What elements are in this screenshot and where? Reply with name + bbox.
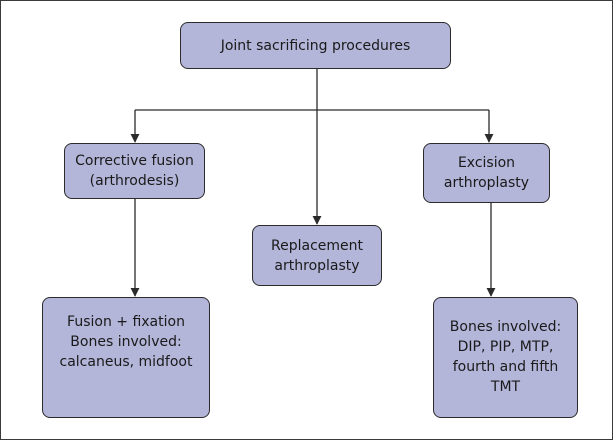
node-label-line: Bones involved: [70,334,182,350]
node-label-line: fourth and fifth [452,359,559,375]
node-label-line: Joint sacrificing procedures [220,37,411,54]
node-excision-arthroplasty: Excision arthroplasty [423,143,550,203]
node-label-line: Bones involved: [449,319,562,335]
node-label-line: calcaneus, midfoot [59,354,193,370]
node-fusion-fixation-detail: Fusion + fixation Bones involved: calcan… [42,297,210,418]
node-corrective-fusion: Corrective fusion (arthrodesis) [64,143,205,199]
node-label-line: Corrective fusion [75,153,194,169]
node-joint-sacrificing-procedures: Joint sacrificing procedures [180,22,451,69]
node-label-line: arthroplasty [443,175,530,191]
node-excision-bones-detail: Bones involved: DIP, PIP, MTP, fourth an… [433,297,578,418]
node-label-line: Excision [457,155,516,171]
node-label-line: Fusion + fixation [67,314,185,330]
node-label-line: Replacement [271,237,363,254]
node-label-line: (arthrodesis) [89,173,180,189]
node-label-line: TMT [490,379,521,395]
node-replacement-arthroplasty: Replacement arthroplasty [252,225,382,286]
node-label-line: arthroplasty [274,257,360,274]
node-label-line: DIP, PIP, MTP, [457,339,554,355]
